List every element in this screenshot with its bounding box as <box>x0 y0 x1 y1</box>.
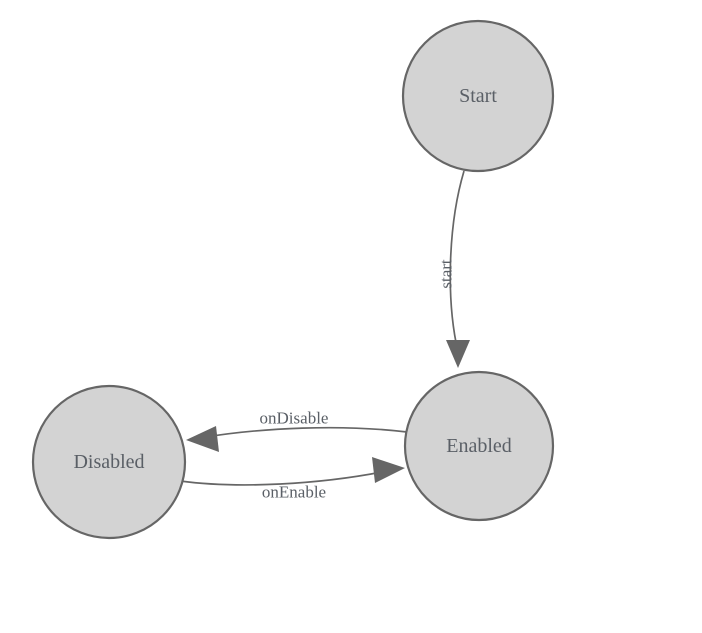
node-start[interactable]: Start <box>401 19 555 173</box>
edge-line-enabled-to-disabled <box>205 426 408 438</box>
edge-line-start-to-enabled <box>449 170 465 353</box>
node-enabled-circle <box>403 370 555 522</box>
node-disabled[interactable]: Disabled <box>31 384 187 540</box>
node-disabled-label: Disabled <box>73 451 144 473</box>
node-start-circle <box>401 19 555 173</box>
node-start-label: Start <box>459 85 497 107</box>
node-enabled[interactable]: Enabled <box>403 370 555 522</box>
edge-label-ondisable: onDisable <box>260 409 329 428</box>
edge-label-onenable: onEnable <box>262 483 326 502</box>
arrowhead-enabled-to-disabled <box>186 426 219 452</box>
arrowhead-start-to-enabled <box>446 340 470 368</box>
edge-enabled-to-disabled[interactable]: onDisable <box>186 409 408 453</box>
edge-disabled-to-enabled[interactable]: onEnable <box>179 457 405 502</box>
node-group: Start Enabled Disabled <box>31 19 555 540</box>
edge-line-disabled-to-enabled <box>179 471 383 486</box>
node-enabled-label: Enabled <box>446 435 512 457</box>
edge-group: start onDisable onEnable <box>179 170 471 502</box>
arrowhead-disabled-to-enabled <box>372 457 405 483</box>
edge-label-start: start <box>437 259 456 289</box>
node-disabled-circle <box>31 384 187 540</box>
edge-start-to-enabled[interactable]: start <box>437 170 471 368</box>
